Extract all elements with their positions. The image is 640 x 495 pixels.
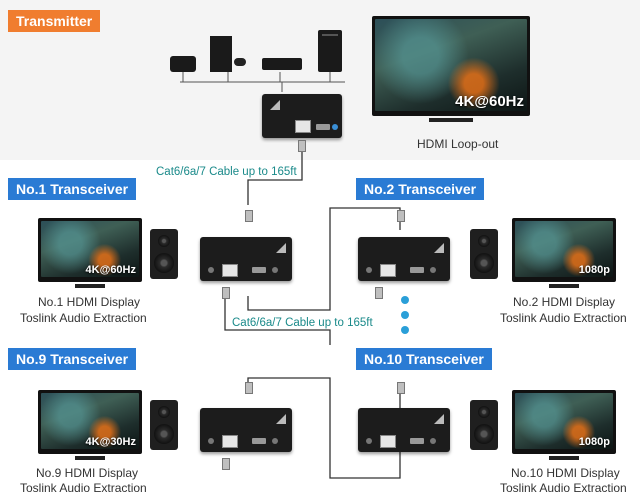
tweeter-icon — [478, 235, 490, 247]
cable-label-mid: Cat6/6a/7 Cable up to 165ft — [232, 317, 373, 329]
cable-line-no9-no10 — [247, 377, 401, 479]
woofer-icon — [474, 253, 494, 273]
brand-logo-icon — [276, 414, 286, 424]
no2-tv: 1080p — [512, 218, 616, 288]
no9-transceiver-label: No.9 Transceiver — [8, 348, 137, 370]
cable-plug-icon — [375, 287, 383, 299]
tv-stand — [549, 284, 579, 288]
no10-display-label: No.10 HDMI Display — [511, 466, 620, 480]
brand-logo-icon — [434, 243, 444, 253]
no9-audio-label: Toslink Audio Extraction — [20, 481, 147, 495]
no1-tv: 4K@60Hz — [38, 218, 142, 288]
no9-resolution: 4K@30Hz — [85, 436, 136, 448]
loopout-label: HDMI Loop-out — [417, 137, 499, 151]
tv-screen — [41, 393, 139, 449]
toslink-port-icon — [272, 438, 278, 444]
audio-port-icon — [208, 267, 214, 273]
brand-logo-icon — [270, 100, 280, 110]
hdmi-port-icon — [316, 124, 330, 130]
tv-stand — [75, 284, 105, 288]
cable-plug-icon — [222, 458, 230, 470]
game-console-icon — [210, 36, 246, 72]
no9-display-label: No.9 HDMI Display — [36, 466, 139, 480]
cable-plug-icon — [245, 382, 253, 394]
no9-speaker — [150, 400, 178, 450]
no9-transceiver-device — [200, 408, 292, 452]
no2-transceiver-device — [358, 237, 450, 281]
no1-transceiver-label: No.1 Transceiver — [8, 178, 137, 200]
brand-logo-icon — [276, 243, 286, 253]
cable-plug-icon — [222, 287, 230, 299]
no2-transceiver-label: No.2 Transceiver — [356, 178, 485, 200]
tweeter-icon — [158, 406, 170, 418]
woofer-icon — [154, 253, 174, 273]
continuation-dot — [401, 296, 409, 304]
pc-tower-icon — [318, 30, 342, 72]
tv-stand — [75, 456, 105, 460]
no1-display-label: No.1 HDMI Display — [38, 295, 141, 309]
no10-tv: 1080p — [512, 390, 616, 460]
tv-stand — [549, 456, 579, 460]
tv-screen — [375, 19, 527, 111]
audio-port-icon — [366, 438, 372, 444]
audio-port-icon — [366, 267, 372, 273]
tv-screen — [515, 221, 613, 277]
toslink-port-icon — [430, 267, 436, 273]
main-resolution: 4K@60Hz — [455, 93, 524, 110]
no1-transceiver-device — [200, 237, 292, 281]
tv-stand — [428, 118, 474, 122]
no10-transceiver-device — [358, 408, 450, 452]
toslink-port-icon — [430, 438, 436, 444]
toslink-port-icon — [272, 267, 278, 273]
no1-speaker — [150, 229, 178, 279]
no10-audio-label: Toslink Audio Extraction — [500, 481, 627, 495]
hdmi-port-icon — [410, 267, 424, 273]
audio-port-icon — [208, 438, 214, 444]
no10-speaker — [470, 400, 498, 450]
no2-speaker — [470, 229, 498, 279]
no2-display-label: No.2 HDMI Display — [513, 295, 616, 309]
no2-resolution: 1080p — [578, 264, 610, 276]
cable-plug-icon — [397, 210, 405, 222]
blu-ray-player-icon — [262, 58, 302, 70]
tv-screen — [515, 393, 613, 449]
hdmi-port-icon — [252, 267, 266, 273]
cable-label-top: Cat6/6a/7 Cable up to 165ft — [156, 166, 297, 178]
no1-resolution: 4K@60Hz — [85, 264, 136, 276]
no1-audio-label: Toslink Audio Extraction — [20, 311, 147, 325]
cable-plug-icon — [397, 382, 405, 394]
rj45-port-icon — [222, 435, 238, 448]
transmitter-label: Transmitter — [8, 10, 101, 32]
cable-plug-icon — [245, 210, 253, 222]
rj45-port-icon — [380, 435, 396, 448]
cable-line-mid — [224, 296, 331, 345]
no10-resolution: 1080p — [578, 436, 610, 448]
hdmi-port-icon — [410, 438, 424, 444]
main-tv: 4K@60Hz — [372, 16, 530, 122]
cable-line-top — [247, 150, 303, 205]
ir-port-icon — [332, 124, 338, 130]
woofer-icon — [154, 424, 174, 444]
media-box-icon — [170, 56, 196, 72]
brand-logo-icon — [434, 414, 444, 424]
no10-transceiver-label: No.10 Transceiver — [356, 348, 492, 370]
no9-tv: 4K@30Hz — [38, 390, 142, 460]
no2-audio-label: Toslink Audio Extraction — [500, 311, 627, 325]
woofer-icon — [474, 424, 494, 444]
tweeter-icon — [158, 235, 170, 247]
hdmi-port-icon — [252, 438, 266, 444]
cable-plug-icon — [298, 140, 306, 152]
tweeter-icon — [478, 406, 490, 418]
tv-screen — [41, 221, 139, 277]
rj45-port-icon — [295, 120, 311, 133]
continuation-dot — [401, 311, 409, 319]
transmitter-device — [262, 94, 342, 138]
rj45-port-icon — [222, 264, 238, 277]
continuation-dot — [401, 326, 409, 334]
rj45-port-icon — [380, 264, 396, 277]
